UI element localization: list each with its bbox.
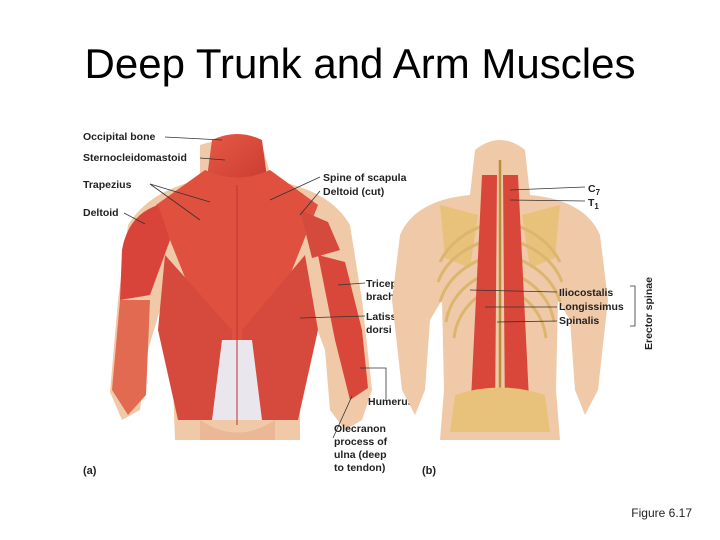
panel-a-buttock bbox=[200, 420, 275, 440]
label-triceps-line2: brachii bbox=[366, 291, 401, 303]
label-humerus: Humerus bbox=[368, 396, 414, 408]
panel-b-scapula-right bbox=[522, 205, 560, 268]
panel-a-right-arm bbox=[318, 255, 368, 400]
panel-b-scapula-left bbox=[440, 205, 478, 268]
panel-a-left-deltoid bbox=[120, 205, 170, 300]
label-c7: C7 bbox=[588, 183, 601, 197]
label-olecranon-line3: ulna (deep bbox=[334, 449, 387, 461]
label-sternocleidomastoid: Sternocleidomastoid bbox=[83, 152, 187, 164]
panel-b-erector-left bbox=[470, 175, 497, 420]
label-deltoid: Deltoid bbox=[83, 207, 119, 219]
panel-b-illustration bbox=[392, 140, 608, 440]
label-longissimus: Longissimus bbox=[559, 301, 624, 313]
label-latissimus-line2: dorsi bbox=[366, 324, 392, 336]
label-olecranon-line2: process of bbox=[334, 436, 388, 448]
panel-a-latissimus-left bbox=[158, 255, 232, 420]
panel-b-tag: (b) bbox=[422, 465, 436, 477]
figure-caption: Figure 6.17 bbox=[631, 506, 692, 520]
label-occipital-bone: Occipital bone bbox=[83, 131, 156, 143]
panel-b-erector-right bbox=[503, 175, 530, 420]
panel-a-leaders bbox=[123, 136, 387, 439]
panel-a-neck bbox=[206, 134, 268, 185]
label-t1: T1 bbox=[588, 197, 599, 211]
label-deltoid-cut: Deltoid (cut) bbox=[323, 186, 384, 198]
label-spine-of-scapula: Spine of scapula bbox=[323, 172, 407, 184]
label-iliocostalis: Iliocostalis bbox=[559, 287, 613, 299]
panel-a-illustration bbox=[110, 134, 372, 440]
label-trapezius: Trapezius bbox=[83, 179, 132, 191]
panel-b-leaders bbox=[469, 186, 636, 327]
slide-title: Deep Trunk and Arm Muscles bbox=[84, 40, 636, 87]
label-olecranon-line1: Olecranon bbox=[334, 423, 386, 435]
label-olecranon-line4: to tendon) bbox=[334, 462, 385, 474]
panel-a-left-arm bbox=[112, 300, 150, 415]
label-erector-spinae: Erector spinae bbox=[643, 277, 655, 350]
panel-a-right-deltoid bbox=[300, 210, 340, 258]
label-spinalis: Spinalis bbox=[559, 315, 599, 327]
panel-a-tag: (a) bbox=[83, 465, 97, 477]
panel-a-latissimus-right bbox=[242, 255, 318, 420]
panel-b-pelvis bbox=[450, 387, 550, 432]
